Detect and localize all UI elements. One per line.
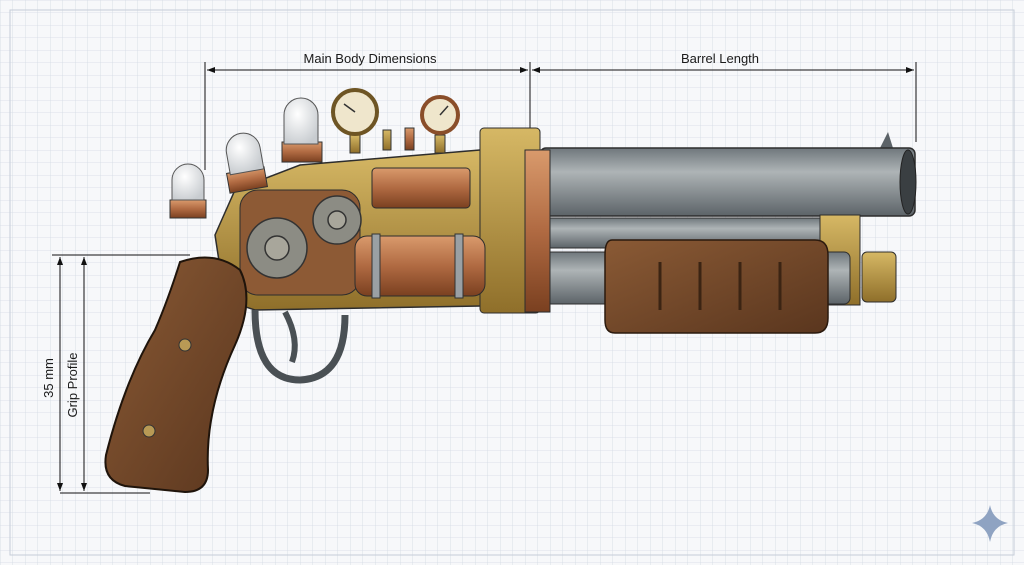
sparkle-icon <box>972 505 1008 542</box>
grip-size-label: 35 mm <box>41 358 56 398</box>
trigger-guard <box>251 309 349 384</box>
grip-profile-label: Grip Profile <box>65 352 80 417</box>
muzzle-cap <box>861 251 897 303</box>
forend-grip <box>604 239 829 334</box>
frame-border <box>9 9 1015 556</box>
dimension-lines <box>52 62 917 494</box>
main-body-label: Main Body Dimensions <box>304 51 437 66</box>
copper-cylinder <box>354 235 486 297</box>
trigger <box>282 310 298 364</box>
vacuum-tubes <box>169 97 323 219</box>
shotgun-illustration <box>104 88 917 494</box>
pistol-grip <box>104 256 248 494</box>
barrel <box>539 147 916 217</box>
pressure-gauges <box>331 88 460 154</box>
barrel-length-label: Barrel Length <box>681 51 759 66</box>
gears <box>246 195 362 279</box>
